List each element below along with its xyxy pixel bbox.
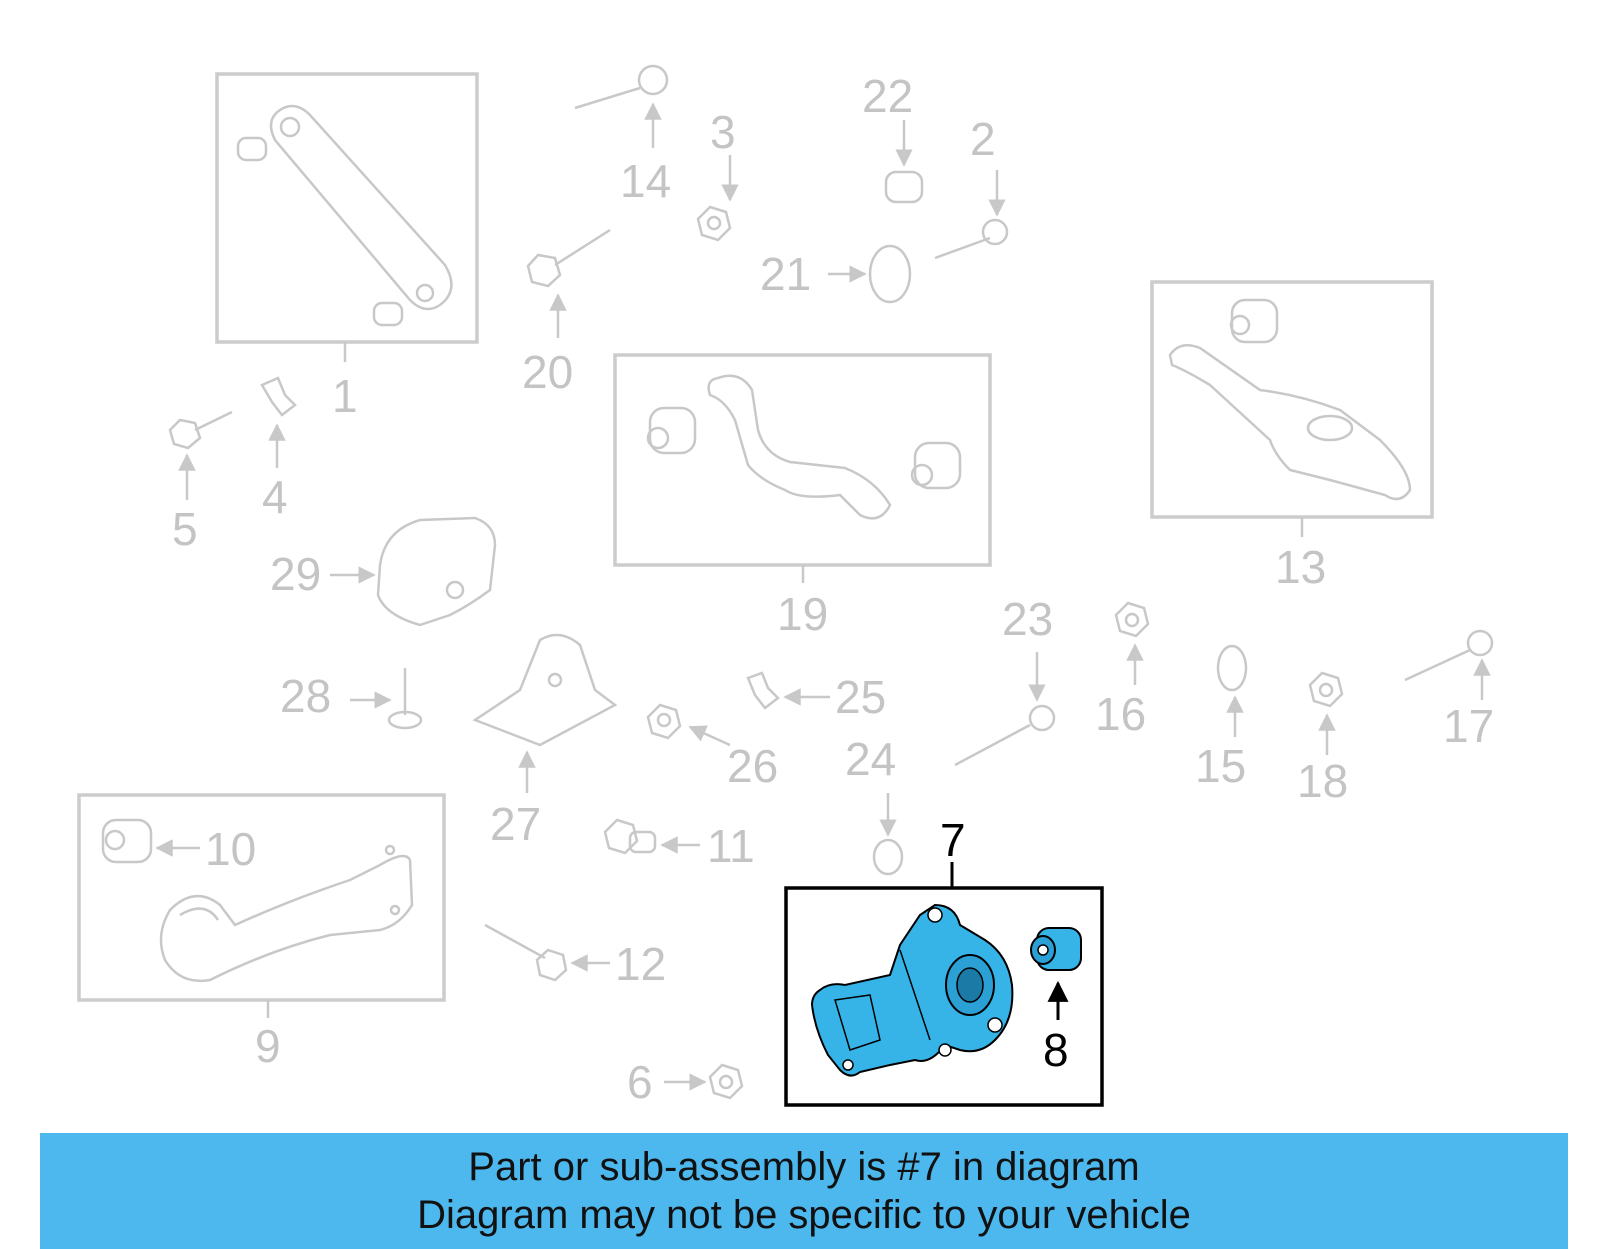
callout-18: 18 <box>1297 755 1348 807</box>
part-19-upper-arm <box>613 353 992 583</box>
banner-line-1: Part or sub-assembly is #7 in diagram <box>468 1145 1140 1189</box>
callout-6: 6 <box>627 1056 653 1108</box>
callout-5: 5 <box>172 503 198 555</box>
callout-27: 27 <box>490 798 541 850</box>
callout-2: 2 <box>970 113 996 165</box>
callout-1: 1 <box>332 370 358 422</box>
banner-line-2: Diagram may not be specific to your vehi… <box>417 1193 1191 1237</box>
callout-11: 11 <box>707 820 755 872</box>
info-banner: Part or sub-assembly is #7 in diagram Di… <box>40 1133 1568 1249</box>
callout-26: 26 <box>727 740 778 792</box>
part-9-trailing-arm <box>77 793 446 1018</box>
callout-4: 4 <box>262 471 288 523</box>
part-7-knuckle[interactable] <box>784 862 1104 1107</box>
callout-17: 17 <box>1443 700 1494 752</box>
callout-28: 28 <box>280 670 331 722</box>
callout-8: 8 <box>1043 1024 1069 1076</box>
callout-19: 19 <box>777 588 828 640</box>
callout-10: 10 <box>205 823 256 875</box>
part-1-lateral-link <box>215 72 479 362</box>
callout-22: 22 <box>862 70 913 122</box>
callout-7: 7 <box>940 814 966 866</box>
callout-16: 16 <box>1095 688 1146 740</box>
callout-13: 13 <box>1275 541 1326 593</box>
small-parts <box>155 64 1494 1100</box>
callout-14: 14 <box>620 155 671 207</box>
callout-labels: 1 2 3 4 5 6 7 8 9 10 11 12 13 14 15 16 1… <box>172 70 1494 1108</box>
callout-3: 3 <box>710 106 736 158</box>
callout-23: 23 <box>1002 593 1053 645</box>
callout-25: 25 <box>835 671 886 723</box>
callout-15: 15 <box>1195 740 1246 792</box>
part-13-lower-arm <box>1150 280 1434 537</box>
callout-29: 29 <box>270 548 321 600</box>
callout-20: 20 <box>522 346 573 398</box>
callout-12: 12 <box>615 938 666 990</box>
callout-24: 24 <box>845 733 896 785</box>
part-8-bushing <box>1030 927 1082 1020</box>
callout-21: 21 <box>760 248 811 300</box>
callout-9: 9 <box>255 1020 281 1072</box>
